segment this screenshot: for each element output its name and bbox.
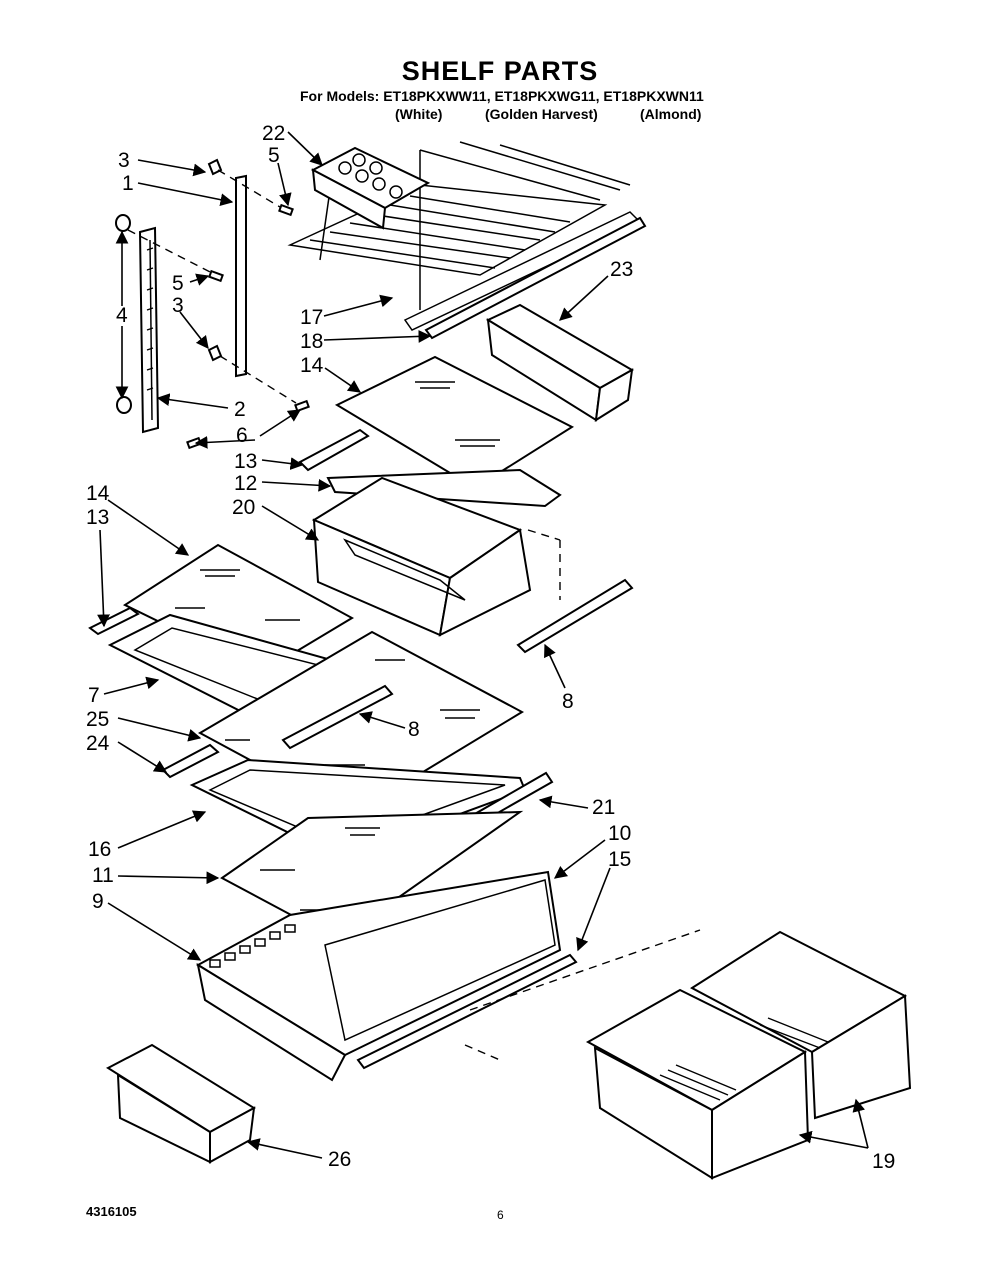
callout-19: 19 <box>872 1150 895 1173</box>
callout-25: 25 <box>86 708 109 731</box>
shelf-ladder-right <box>235 174 247 378</box>
color-white: (White) <box>395 106 443 122</box>
shelf-trim-8-right <box>516 578 634 654</box>
callout-16: 16 <box>88 838 111 861</box>
callout-11: 11 <box>92 864 114 887</box>
ladder-caps-and-screws <box>115 158 310 450</box>
page-number: 6 <box>497 1208 504 1222</box>
callout-4: 4 <box>116 304 128 327</box>
callout-labels: 3 1 4 5 3 2 6 22 5 17 18 23 14 13 12 20 … <box>86 122 895 1173</box>
callout-12: 12 <box>234 472 257 495</box>
slide-rail-15 <box>356 953 578 1070</box>
page-title: SHELF PARTS <box>401 56 599 86</box>
callout-26: 26 <box>328 1148 351 1171</box>
callout-2: 2 <box>234 398 246 421</box>
crisper-drawer-front <box>585 988 829 1180</box>
egg-bin <box>310 146 431 230</box>
callout-23: 23 <box>610 258 633 281</box>
callout-20: 20 <box>232 496 255 519</box>
callout-14-upper: 14 <box>300 354 324 377</box>
door-bin-23 <box>485 303 635 422</box>
callout-17: 17 <box>300 306 323 329</box>
models-line: For Models: ET18PKXWW11, ET18PKXWG11, ET… <box>300 88 704 104</box>
wire-shelf-top <box>287 141 642 331</box>
pan-cover-9 <box>196 870 562 1082</box>
color-almond: (Almond) <box>640 106 702 122</box>
callout-22: 22 <box>262 122 285 145</box>
leader-lines <box>97 131 869 1159</box>
callout-14-lower: 14 <box>86 482 110 505</box>
callout-13-upper: 13 <box>234 450 257 473</box>
callout-8-left: 8 <box>408 718 420 741</box>
shelf-ladder-left <box>138 226 160 434</box>
callout-18: 18 <box>300 330 323 353</box>
shelf-trim-8-left <box>281 684 394 750</box>
crisper-drawer-back <box>690 930 912 1120</box>
callout-6: 6 <box>236 424 248 447</box>
callout-8-right: 8 <box>562 690 574 713</box>
callout-13-lower: 13 <box>86 506 109 529</box>
callout-3-top: 3 <box>118 149 130 172</box>
document-number: 4316105 <box>86 1204 137 1219</box>
callout-24: 24 <box>86 732 110 755</box>
callout-21: 21 <box>592 796 615 819</box>
callout-15: 15 <box>608 848 631 871</box>
callout-5-top: 5 <box>268 144 280 167</box>
callout-10: 10 <box>608 822 631 845</box>
pan-guide-dash <box>469 929 701 1011</box>
callout-3-mid: 3 <box>172 294 184 317</box>
door-bin-26 <box>105 1043 256 1164</box>
pan-guide-dash-2 <box>464 1044 501 1061</box>
callout-1: 1 <box>122 172 134 195</box>
callout-7: 7 <box>88 684 100 707</box>
glass-shelf-upper <box>334 355 575 490</box>
callout-5-left: 5 <box>172 272 184 295</box>
crisper-pan-20 <box>311 476 561 637</box>
color-golden-harvest: (Golden Harvest) <box>485 106 598 122</box>
callout-9: 9 <box>92 890 104 913</box>
